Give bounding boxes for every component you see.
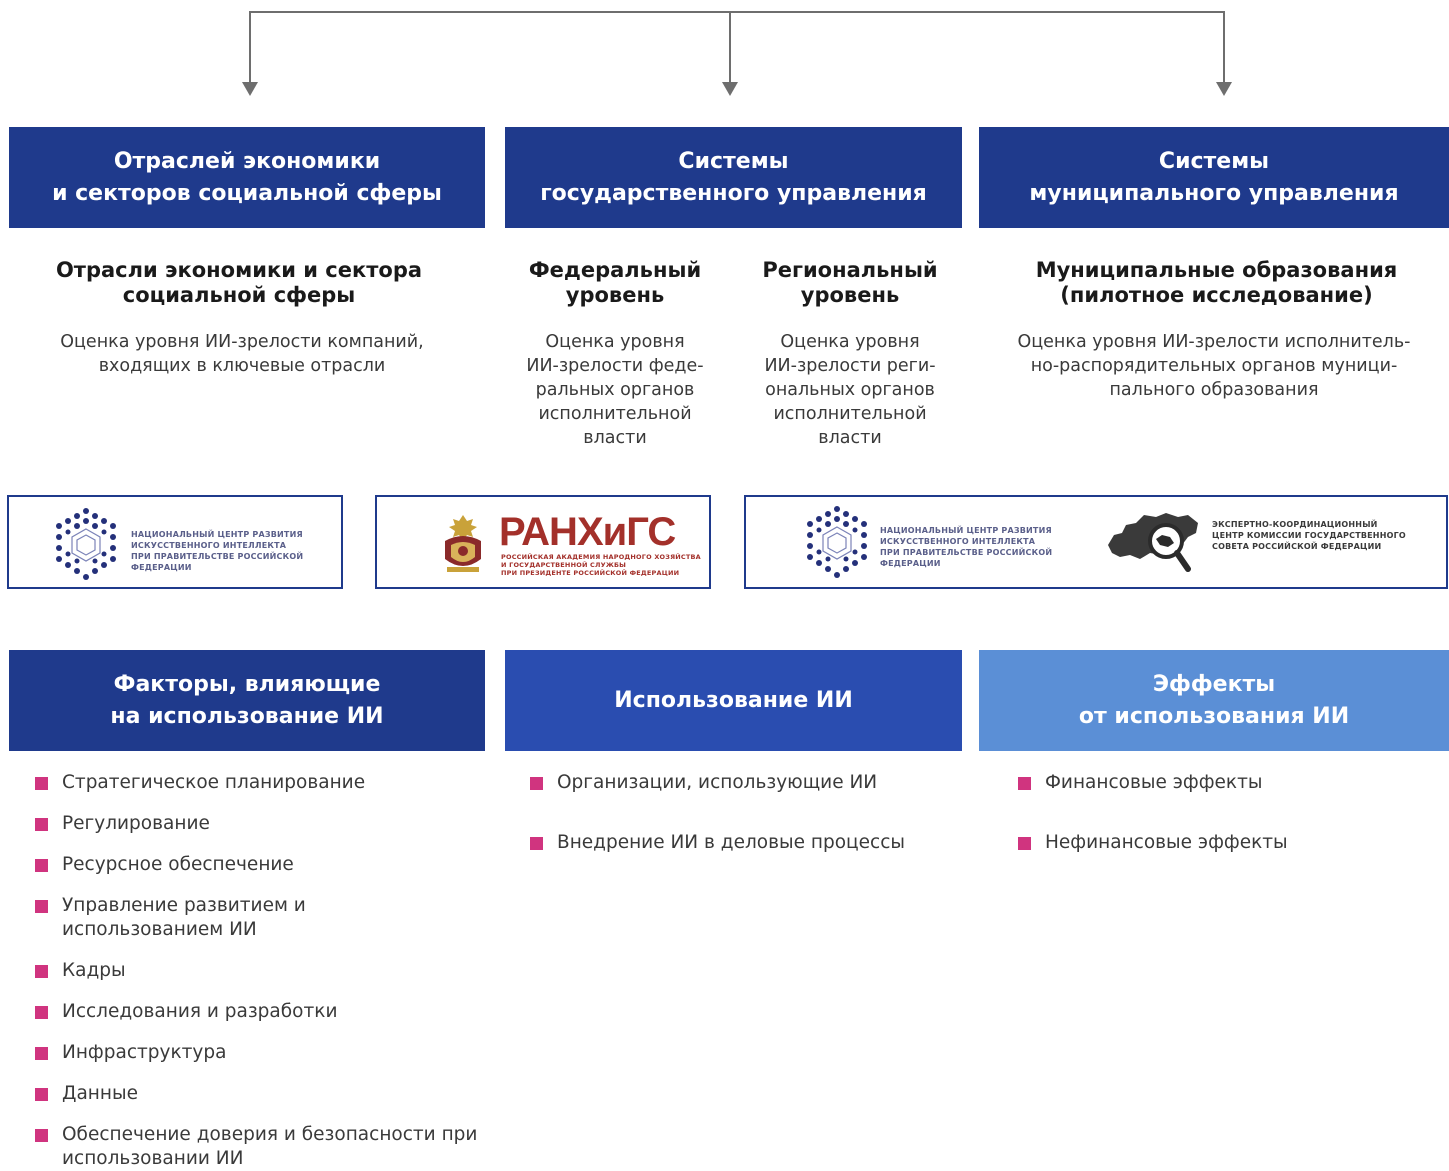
effects-list: Финансовые эффекты Нефинансовые эффекты (1018, 771, 1438, 855)
subheading-federal: Федеральный уровень (505, 258, 725, 308)
description-line: ИИ-зрелости феде- (526, 356, 704, 376)
header-box-factors: Факторы, влияющие на использование ИИ (9, 650, 485, 751)
header-box-line: Эффекты (1152, 671, 1276, 697)
logo-line: И ГОСУДАРСТВЕННОЙ СЛУЖБЫ (501, 561, 627, 569)
list-item: Организации, использующие ИИ (530, 771, 960, 795)
connector-right-line (1223, 11, 1225, 83)
header-box-line: Системы (678, 148, 789, 174)
arrow-down-icon (722, 82, 738, 96)
description-sectors: Оценка уровня ИИ-зрелости компаний, вход… (9, 330, 475, 378)
list-item: Стратегическое планирование (35, 771, 495, 795)
list-item: Обеспечение доверия и безопасности при и… (35, 1123, 502, 1171)
description-line: исполнительной (773, 404, 927, 424)
list-item: Управление развитием и использованием ИИ (35, 894, 322, 942)
header-box-line: государственного управления (540, 180, 927, 206)
header-box-line: муниципального управления (1029, 180, 1399, 206)
subheading-line: Федеральный (528, 258, 702, 282)
logo-line: ЭКСПЕРТНО-КООРДИНАЦИОННЫЙ (1212, 520, 1378, 529)
list-item: Регулирование (35, 812, 495, 836)
logo-line: НАЦИОНАЛЬНЫЙ ЦЕНТР РАЗВИТИЯ (880, 526, 1052, 535)
logo-line: ПРИ ПРАВИТЕЛЬСТВЕ РОССИЙСКОЙ ФЕДЕРАЦИИ (131, 552, 304, 572)
subheading-line: Муниципальные образования (1035, 258, 1398, 282)
description-line: входящих в ключевые отрасли (98, 356, 386, 376)
list-item: Ресурсное обеспечение (35, 853, 495, 877)
logo-text-ncrii: НАЦИОНАЛЬНЫЙ ЦЕНТР РАЗВИТИЯ ИСКУССТВЕННО… (880, 525, 1080, 569)
header-box-line: от использования ИИ (1078, 703, 1350, 729)
description-line: ИИ-зрелости реги- (764, 356, 936, 376)
header-box-effects: Эффекты от использования ИИ (979, 650, 1449, 751)
description-regional: Оценка уровня ИИ-зрелости реги- ональных… (740, 330, 960, 450)
description-line: Оценка уровня ИИ-зрелости компаний, (60, 332, 424, 352)
description-line: исполнительной (538, 404, 692, 424)
logo-line: ЦЕНТР КОМИССИИ ГОСУДАРСТВЕННОГО (1212, 531, 1406, 540)
logo-box-ncrii: НАЦИОНАЛЬНЫЙ ЦЕНТР РАЗВИТИЯ ИСКУССТВЕННО… (7, 495, 343, 589)
connector-left-line (249, 11, 251, 83)
list-item: Нефинансовые эффекты (1018, 831, 1438, 855)
description-line: Оценка уровня (780, 332, 920, 352)
logo-line: СОВЕТА РОССИЙСКОЙ ФЕДЕРАЦИИ (1212, 542, 1382, 551)
logo-box-ranepa: РАНХиГС РОССИЙСКАЯ АКАДЕМИЯ НАРОДНОГО ХО… (375, 495, 711, 589)
header-box-municipal-governance: Системы муниципального управления (979, 127, 1449, 228)
logo-text-ncrii: НАЦИОНАЛЬНЫЙ ЦЕНТР РАЗВИТИЯ ИСКУССТВЕННО… (131, 529, 331, 573)
description-line: пального образования (1109, 380, 1319, 400)
logo-line: НАЦИОНАЛЬНЫЙ ЦЕНТР РАЗВИТИЯ (131, 530, 303, 539)
subheading-line: Региональный (762, 258, 938, 282)
description-municipal: Оценка уровня ИИ-зрелости исполнитель- н… (979, 330, 1449, 402)
subheading-regional: Региональный уровень (740, 258, 960, 308)
header-box-line: на использование ИИ (110, 703, 384, 729)
list-item: Данные (35, 1082, 495, 1106)
header-box-line: Отраслей экономики (113, 148, 381, 174)
description-line: но-распорядительных органов муници- (1030, 356, 1398, 376)
description-line: власти (818, 428, 882, 448)
header-box-state-governance: Системы государственного управления (505, 127, 962, 228)
subheading-line: уровень (800, 283, 900, 307)
subheading-line: Отрасли экономики и сектора (55, 258, 423, 282)
russia-map-magnifier-icon (1108, 513, 1198, 572)
list-item: Внедрение ИИ в деловые процессы (530, 831, 960, 855)
logo-text-ranepa: РОССИЙСКАЯ АКАДЕМИЯ НАРОДНОГО ХОЗЯЙСТВА … (501, 553, 701, 577)
description-line: ральных органов (535, 380, 695, 400)
logo-line: ИСКУССТВЕННОГО ИНТЕЛЛЕКТА (131, 541, 287, 550)
logo-line: ИСКУССТВЕННОГО ИНТЕЛЛЕКТА (880, 537, 1036, 546)
emblem-icon (445, 515, 481, 572)
factors-list: Стратегическое планирование Регулировани… (35, 771, 495, 1171)
header-box-sectors: Отраслей экономики и секторов социальной… (9, 127, 485, 228)
subheading-line: социальной сферы (122, 283, 356, 307)
list-item: Инфраструктура (35, 1041, 495, 1065)
header-box-line: Системы (1158, 148, 1270, 174)
logo-text-expert-center: ЭКСПЕРТНО-КООРДИНАЦИОННЫЙ ЦЕНТР КОМИССИИ… (1212, 519, 1442, 552)
subheading-line: (пилотное исследование) (1060, 283, 1373, 307)
arrow-down-icon (242, 82, 258, 96)
hexagon-cube-logo-icon (56, 508, 116, 580)
description-line: Оценка уровня ИИ-зрелости исполнитель- (1017, 332, 1411, 352)
subheading-sectors: Отрасли экономики и сектора социальной с… (9, 258, 469, 308)
arrow-down-icon (1216, 82, 1232, 96)
header-box-line: Факторы, влияющие (113, 671, 381, 697)
connector-top-line (249, 11, 1225, 13)
header-box-usage: Использование ИИ (505, 650, 962, 751)
header-box-line: и секторов социальной сферы (52, 180, 442, 206)
logo-line: ПРИ ПРЕЗИДЕНТЕ РОССИЙСКОЙ ФЕДЕРАЦИИ (501, 569, 680, 577)
header-box-line: Использование ИИ (614, 687, 853, 713)
description-line: Оценка уровня (545, 332, 685, 352)
subheading-municipal: Муниципальные образования (пилотное иссл… (979, 258, 1449, 308)
list-item: Кадры (35, 959, 495, 983)
hexagon-cube-logo-icon (807, 506, 867, 578)
ranepa-name: РАНХиГС (499, 510, 676, 554)
connector-middle-line (729, 11, 731, 83)
logo-line: РОССИЙСКАЯ АКАДЕМИЯ НАРОДНОГО ХОЗЯЙСТВА (501, 553, 701, 561)
description-line: ональных органов (765, 380, 935, 400)
logo-line: ПРИ ПРАВИТЕЛЬСТВЕ РОССИЙСКОЙ ФЕДЕРАЦИИ (880, 548, 1053, 568)
description-line: власти (583, 428, 647, 448)
logo-box-municipal-partners: НАЦИОНАЛЬНЫЙ ЦЕНТР РАЗВИТИЯ ИСКУССТВЕННО… (744, 495, 1448, 589)
list-item: Финансовые эффекты (1018, 771, 1438, 795)
description-federal: Оценка уровня ИИ-зрелости феде- ральных … (505, 330, 725, 450)
usage-list: Организации, использующие ИИ Внедрение И… (530, 771, 960, 855)
list-item: Исследования и разработки (35, 1000, 495, 1024)
subheading-line: уровень (565, 283, 665, 307)
